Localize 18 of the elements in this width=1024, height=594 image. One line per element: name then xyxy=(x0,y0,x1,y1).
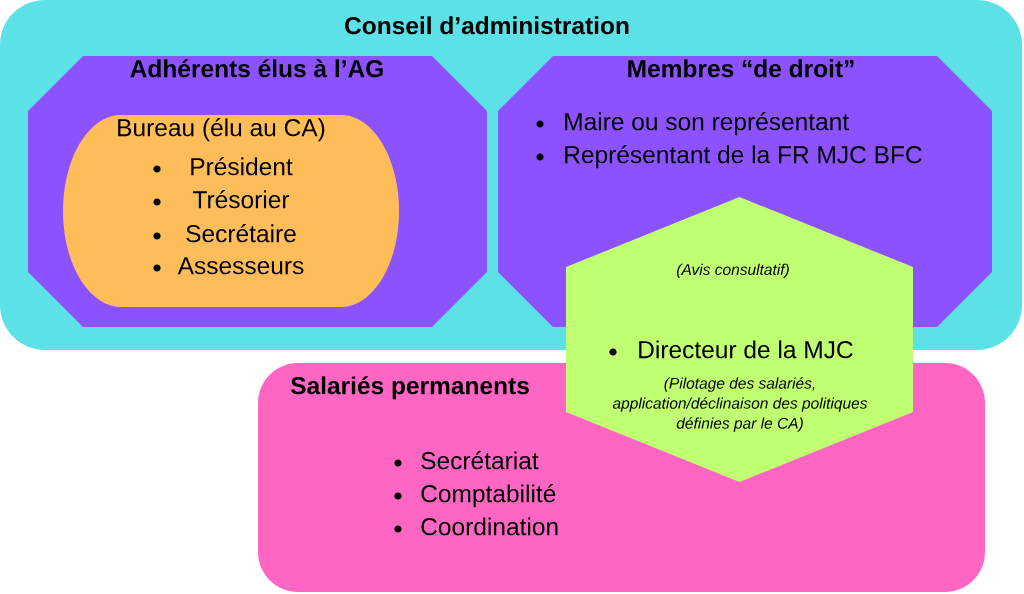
list-item: Maire ou son représentant xyxy=(565,112,849,136)
heading: Adhérents élus à l’AG xyxy=(130,59,383,78)
list-item: Secrétariat xyxy=(421,451,539,470)
list-item: Président xyxy=(191,157,293,176)
note: (Pilotage des salariés, application/déclinaison des politiques définies par le CA) xyxy=(612,377,868,432)
heading: Conseil d’administration xyxy=(345,16,629,35)
list-item: Secrétaire xyxy=(186,224,296,243)
note: (Avis consultatif) xyxy=(677,263,789,279)
heading: Bureau (élu au CA) xyxy=(118,118,325,142)
heading: Salariés permanents xyxy=(290,376,529,400)
hexagon-box xyxy=(566,197,913,482)
heading: Membres “de droit” xyxy=(628,59,854,78)
list-item: Directeur de la MJC xyxy=(639,340,853,359)
list-item: Représentant de la FR MJC BFC xyxy=(565,145,922,169)
list-item: Coordination xyxy=(421,517,558,536)
list-item: Comptabilité xyxy=(421,484,556,508)
list-item: Assesseurs xyxy=(177,257,304,275)
list-item: Trésorier xyxy=(193,190,290,209)
